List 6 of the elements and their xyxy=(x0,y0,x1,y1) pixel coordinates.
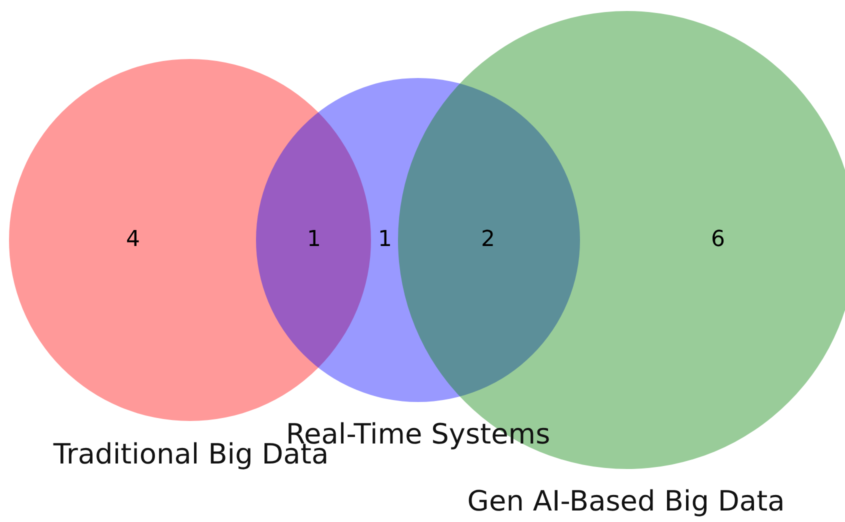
region-count: 1 xyxy=(378,229,392,251)
region-count: 2 xyxy=(481,229,495,251)
set-label: Gen AI-Based Big Data xyxy=(467,486,785,518)
region-count: 4 xyxy=(126,229,140,251)
region-count: 6 xyxy=(711,229,725,251)
region-count: 1 xyxy=(307,229,321,251)
